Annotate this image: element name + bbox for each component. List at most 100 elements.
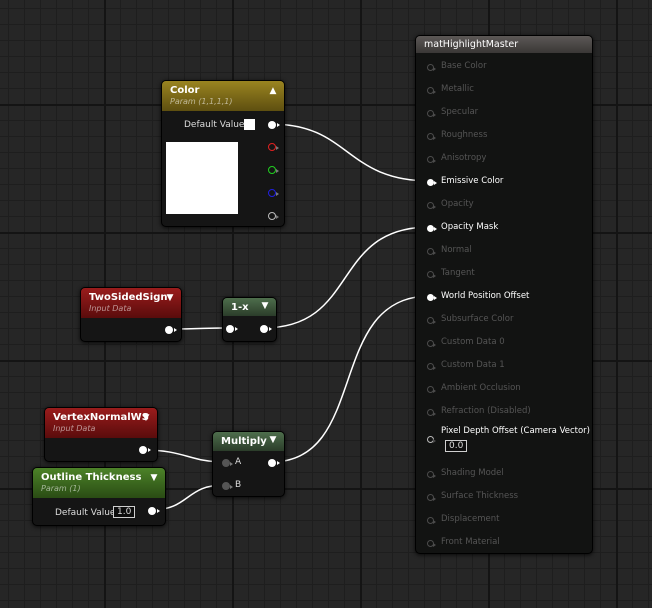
color-b-output-pin[interactable] <box>268 189 279 197</box>
material-attribute-row[interactable]: Tangent <box>416 267 592 281</box>
material-attribute-row[interactable]: Refraction (Disabled) <box>416 405 592 419</box>
outline-thickness-node[interactable]: Outline Thickness Param (1) ▼ Default Va… <box>32 467 166 526</box>
material-attribute-row[interactable]: Surface Thickness <box>416 490 592 504</box>
material-attribute-row[interactable]: Normal <box>416 244 592 258</box>
material-attribute-label: Custom Data 0 <box>441 337 505 347</box>
multiply-input-a-label: A <box>235 457 242 467</box>
twosidedsign-subtitle: Input Data <box>89 304 132 313</box>
material-attribute-row[interactable]: Displacement <box>416 513 592 527</box>
material-attribute-label: Displacement <box>441 514 500 524</box>
twosidedsign-output-pin[interactable] <box>165 326 177 334</box>
default-value-field[interactable]: 1.0 <box>113 506 136 518</box>
color-a-output-pin[interactable] <box>268 212 279 220</box>
chevron-down-icon[interactable]: ▼ <box>269 435 277 445</box>
material-input-pin[interactable] <box>427 87 436 94</box>
material-attribute-row[interactable]: Opacity <box>416 198 592 212</box>
material-attribute-row[interactable]: Roughness <box>416 129 592 143</box>
material-input-pin[interactable] <box>427 64 436 71</box>
material-attribute-row[interactable]: Emissive Color <box>416 175 592 189</box>
material-input-pin[interactable] <box>427 517 436 524</box>
multiply-input-b-pin[interactable] <box>222 482 233 490</box>
chevron-down-icon[interactable]: ▼ <box>261 301 269 311</box>
material-node-header[interactable]: matHighlightMaster <box>416 36 592 53</box>
material-attribute-row[interactable]: Specular <box>416 106 592 120</box>
outline-thickness-header[interactable]: Outline Thickness Param (1) ▼ <box>33 468 165 498</box>
vertexnormalws-header[interactable]: VertexNormalWS Input Data ▼ <box>45 408 157 438</box>
material-input-pin[interactable] <box>427 156 436 163</box>
material-input-pin[interactable] <box>427 363 436 370</box>
chevron-up-icon[interactable]: ▲ <box>269 86 277 96</box>
material-input-pin[interactable] <box>427 248 436 255</box>
vertexnormalws-output-pin[interactable] <box>139 446 151 454</box>
material-attribute-row[interactable]: World Position Offset <box>416 290 592 304</box>
material-input-pin[interactable] <box>427 471 436 478</box>
vertexnormalws-node[interactable]: VertexNormalWS Input Data ▼ <box>44 407 158 462</box>
material-input-pin[interactable] <box>427 133 436 140</box>
material-input-pin[interactable] <box>427 494 436 501</box>
color-node-title: Color <box>170 85 200 96</box>
material-node-title: matHighlightMaster <box>424 39 519 50</box>
material-input-pin[interactable] <box>427 409 436 416</box>
color-param-node[interactable]: Color Param (1,1,1,1) ▲ Default Value <box>161 80 285 227</box>
material-attribute-row[interactable]: Anisotropy <box>416 152 592 166</box>
material-attribute-label: Opacity Mask <box>441 222 499 232</box>
wire-multiply-to-wpo <box>270 295 431 463</box>
material-attribute-label: Specular <box>441 107 479 117</box>
material-attribute-row[interactable]: Front Material <box>416 536 592 550</box>
oneminus-header[interactable]: 1-x ▼ <box>223 298 276 316</box>
material-input-pin[interactable] <box>427 436 436 443</box>
material-attribute-label: Emissive Color <box>441 176 504 186</box>
material-input-pin[interactable] <box>427 179 437 186</box>
pixel-depth-offset-value-field[interactable]: 0.0 <box>445 440 468 452</box>
wire-color-to-emissive <box>270 123 431 182</box>
color-node-subtitle: Param (1,1,1,1) <box>170 97 233 106</box>
multiply-header[interactable]: Multiply ▼ <box>213 432 284 451</box>
material-attribute-label: Anisotropy <box>441 153 487 163</box>
material-attribute-label: Normal <box>441 245 472 255</box>
material-attribute-row[interactable]: Ambient Occlusion <box>416 382 592 396</box>
multiply-node[interactable]: Multiply ▼ A B <box>212 431 285 497</box>
twosidedsign-header[interactable]: TwoSidedSign Input Data ▼ <box>81 288 181 318</box>
default-value-label: Default Value <box>55 508 116 518</box>
material-input-pin[interactable] <box>427 225 437 232</box>
color-rgba-output-pin[interactable] <box>268 121 280 129</box>
oneminus-output-pin[interactable] <box>260 325 272 333</box>
oneminus-input-pin[interactable] <box>226 325 238 333</box>
material-attribute-row[interactable]: Shading Model <box>416 467 592 481</box>
vertexnormalws-subtitle: Input Data <box>53 424 96 433</box>
chevron-down-icon[interactable]: ▼ <box>142 413 150 423</box>
twosidedsign-node[interactable]: TwoSidedSign Input Data ▼ <box>80 287 182 342</box>
material-attribute-row[interactable]: Opacity Mask <box>416 221 592 235</box>
material-input-pin[interactable] <box>427 317 436 324</box>
chevron-down-icon[interactable]: ▼ <box>150 473 158 483</box>
material-attribute-label: Roughness <box>441 130 488 140</box>
material-input-pin[interactable] <box>427 294 437 301</box>
material-input-pin[interactable] <box>427 202 436 209</box>
material-attribute-row[interactable]: Pixel Depth Offset (Camera Vector)0.0 <box>416 426 592 458</box>
material-attribute-label: Shading Model <box>441 468 504 478</box>
multiply-input-a-pin[interactable] <box>222 459 233 467</box>
material-attribute-label: Tangent <box>441 268 475 278</box>
chevron-down-icon[interactable]: ▼ <box>166 293 174 303</box>
material-attribute-label: Base Color <box>441 61 487 71</box>
material-attribute-row[interactable]: Custom Data 1 <box>416 359 592 373</box>
material-attribute-row[interactable]: Metallic <box>416 83 592 97</box>
material-attribute-row[interactable]: Subsurface Color <box>416 313 592 327</box>
material-input-pin[interactable] <box>427 540 436 547</box>
material-attribute-row[interactable]: Custom Data 0 <box>416 336 592 350</box>
material-input-pin[interactable] <box>427 110 436 117</box>
color-swatch-small[interactable] <box>244 119 255 130</box>
oneminus-node[interactable]: 1-x ▼ <box>222 297 277 342</box>
material-attribute-label: World Position Offset <box>441 291 530 301</box>
material-attribute-label: Surface Thickness <box>441 491 519 501</box>
material-attribute-row[interactable]: Base Color <box>416 60 592 74</box>
color-g-output-pin[interactable] <box>268 166 279 174</box>
multiply-output-pin[interactable] <box>268 459 280 467</box>
material-input-pin[interactable] <box>427 340 436 347</box>
material-input-pin[interactable] <box>427 386 436 393</box>
color-r-output-pin[interactable] <box>268 143 279 151</box>
material-input-pin[interactable] <box>427 271 436 278</box>
color-node-header[interactable]: Color Param (1,1,1,1) ▲ <box>162 81 284 111</box>
outline-thickness-output-pin[interactable] <box>148 507 160 515</box>
